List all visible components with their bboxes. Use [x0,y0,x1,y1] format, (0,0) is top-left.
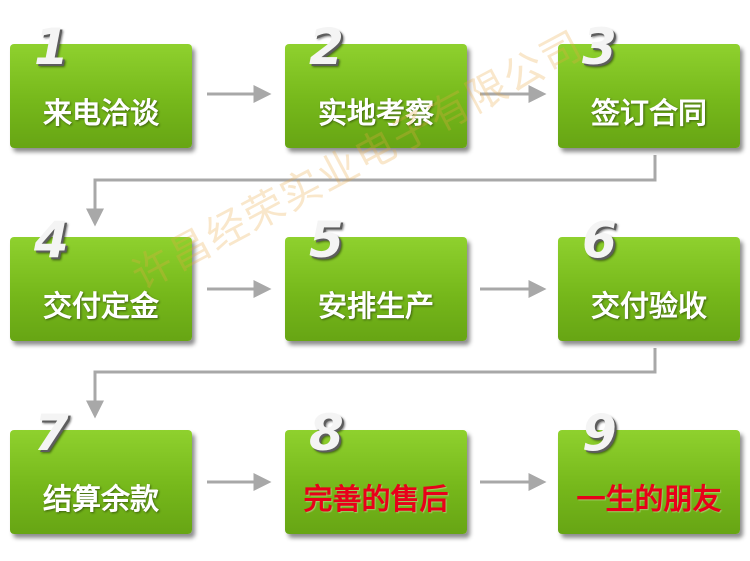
step-6-number: 6 [582,211,617,269]
step-2-label: 实地考察 [317,96,434,130]
step-4-label: 交付定金 [42,289,159,323]
step-8-number: 8 [309,404,344,462]
step-7-label: 结算余款 [42,482,159,516]
arrow-3-4 [86,155,657,227]
step-2-box: 2 实地考察 [285,22,467,148]
step-4-box: 4 交付定金 [10,215,192,341]
step-1-number: 1 [34,18,69,76]
step-7-number: 7 [34,404,69,462]
step-8-box: 8 完善的售后 [285,408,467,534]
step-5-box: 5 安排生产 [285,215,467,341]
step-6-label: 交付验收 [590,289,707,323]
step-3-box: 3 签订合同 [558,22,740,148]
arrow-6-7 [86,348,657,419]
step-6-box: 6 交付验收 [558,215,740,341]
step-5-number: 5 [309,211,344,269]
step-9-label: 一生的朋友 [576,482,722,516]
step-7-box: 7 结算余款 [10,408,192,534]
step-9-box: 9 一生的朋友 [558,408,740,534]
step-5-label: 安排生产 [317,289,434,323]
step-3-number: 3 [582,18,617,76]
step-1-box: 1 来电洽谈 [10,22,192,148]
step-3-label: 签订合同 [590,96,707,130]
step-2-number: 2 [309,18,344,76]
step-1-label: 来电洽谈 [42,96,159,130]
step-4-number: 4 [34,211,69,269]
step-9-number: 9 [582,404,617,462]
step-8-label: 完善的售后 [303,482,449,516]
